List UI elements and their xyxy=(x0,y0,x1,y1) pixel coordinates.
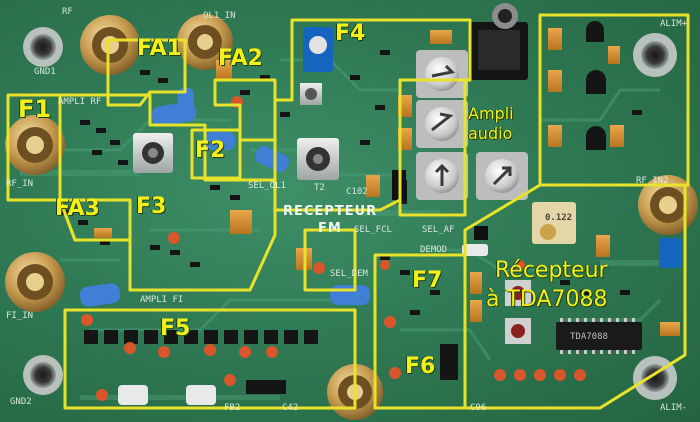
label-fa2: FA2 xyxy=(218,46,263,71)
label-f3: F3 xyxy=(136,194,167,219)
silk-gnd2: GND2 xyxy=(10,397,32,407)
label-f4: F4 xyxy=(335,21,366,46)
silk-pot-value: 0.122 xyxy=(545,213,573,223)
label-f2: F2 xyxy=(195,138,226,163)
silk-ampli-rf: AMPLI RF xyxy=(58,97,102,107)
silk-c102: C102 xyxy=(346,187,368,197)
silk-chip: TDA7088 xyxy=(570,332,608,342)
silk-sel-af: SEL_AF xyxy=(422,225,455,235)
silk-ampli-fi: AMPLI FI xyxy=(140,295,184,305)
silk-recepteur: RECEPTEUR xyxy=(283,204,378,219)
silk-alim-plus: ALIM+ xyxy=(660,19,688,29)
label-f1: F1 xyxy=(18,95,52,123)
silk-gnd1: GND1 xyxy=(34,67,56,77)
silk-fb2: FB2 xyxy=(224,403,241,413)
label-f6: F6 xyxy=(405,354,436,379)
silk-c42: C42 xyxy=(282,403,299,413)
label-ampli-audio-line2: audio xyxy=(468,124,513,143)
silk-fm: FM xyxy=(318,221,342,236)
label-recepteur-line1: Récepteur xyxy=(495,258,608,283)
label-f7: F7 xyxy=(412,268,443,293)
silk-sel-fcl: SEL_FCL xyxy=(354,225,392,235)
silk-alim-minus: ALIM- xyxy=(660,403,688,413)
silk-rf-in2: RF_IN2 xyxy=(636,176,669,186)
silk-c96: C96 xyxy=(470,403,487,413)
label-fa1: FA1 xyxy=(137,36,182,61)
silk-t2: T2 xyxy=(314,183,325,193)
label-fa3: FA3 xyxy=(55,196,100,221)
silk-sel-ol1: SEL_OL1 xyxy=(248,181,286,191)
silk-fi-in: FI_IN xyxy=(6,311,34,321)
label-f5: F5 xyxy=(160,316,191,341)
silk-rf: RF xyxy=(62,7,73,17)
silk-ol1-in: OL1_IN xyxy=(203,11,236,21)
label-recepteur-line2: à TDA7088 xyxy=(486,287,608,312)
silk-demod: DEMOD xyxy=(420,245,448,255)
silk-rf-in: RF_IN xyxy=(6,179,34,189)
label-ampli-audio-line1: Ampli xyxy=(468,104,514,123)
silk-sel-dem: SEL_DEM xyxy=(330,269,368,279)
